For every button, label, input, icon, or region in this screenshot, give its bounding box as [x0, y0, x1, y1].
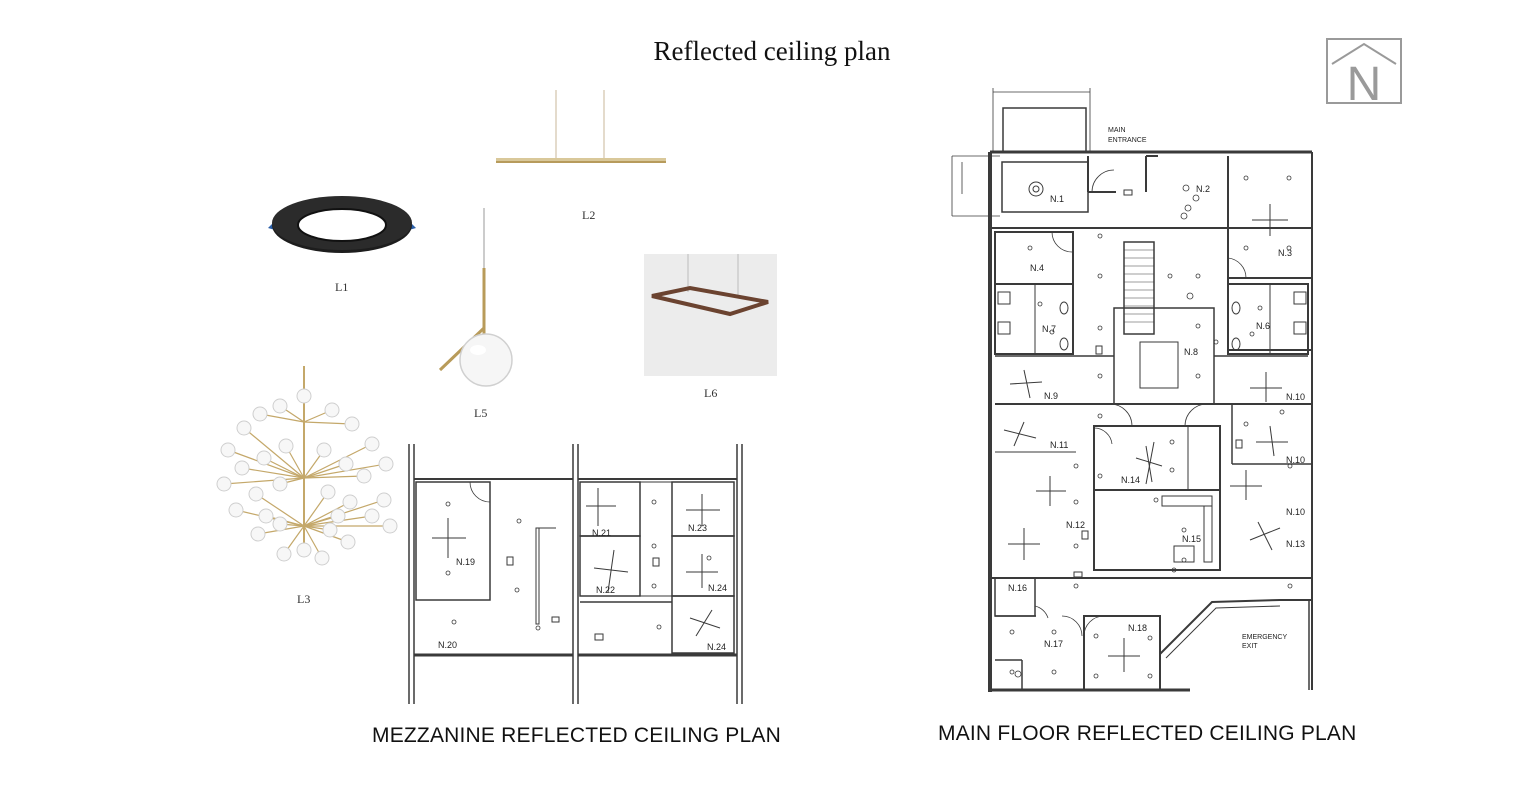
chandelier-globe [272, 476, 288, 492]
main-room-n14: N.14 [1121, 475, 1140, 485]
chandelier-globe [278, 438, 294, 454]
main-room-n10-upper: N.10 [1286, 392, 1305, 402]
mezzanine-room-n19: N.19 [456, 557, 475, 567]
chandelier-globe [330, 508, 346, 524]
chandelier-globe [340, 534, 356, 550]
main-room-n13: N.13 [1286, 539, 1305, 549]
chandelier-arm [255, 493, 305, 527]
chandelier-arm [223, 477, 305, 485]
mezzanine-room-n20: N.20 [438, 640, 457, 650]
fixture-l5-label: L5 [474, 406, 488, 420]
chandelier-globe [364, 436, 380, 452]
chandelier-globe [296, 388, 312, 404]
chandelier-globe [236, 420, 252, 436]
chandelier-globe [272, 398, 288, 414]
chandelier-globe [314, 550, 330, 566]
fixture-l1-label: L1 [335, 280, 349, 294]
main-room-n3: N.3 [1278, 248, 1292, 258]
chandelier-arm [303, 421, 353, 425]
chandelier-globe [356, 468, 372, 484]
fixture-l3-label: L3 [297, 592, 311, 606]
chandelier-globe [256, 450, 272, 466]
chandelier-globe [324, 402, 340, 418]
emergency-exit-line2: EXIT [1242, 643, 1258, 650]
chandelier-globe [344, 416, 360, 432]
chandelier-globe [322, 522, 338, 538]
main-room-n6: N.6 [1256, 321, 1270, 331]
chandelier-globe [228, 502, 244, 518]
main-floor-caption: MAIN FLOOR REFLECTED CEILING PLAN [938, 722, 1357, 745]
chandelier-globe [216, 476, 232, 492]
mezzanine-caption: MEZZANINE REFLECTED CEILING PLAN [372, 724, 781, 747]
chandelier-globe [234, 460, 250, 476]
emergency-exit-line1: EMERGENCY [1242, 634, 1287, 641]
fixture-l3-image [216, 366, 398, 566]
main-room-n11: N.11 [1050, 440, 1068, 450]
chandelier-globe [320, 484, 336, 500]
main-floor-plan: MAIN ENTRANCE EMERGENCY EXIT N.1 N.2 N.3… [951, 88, 1313, 692]
chandelier-globe [316, 442, 332, 458]
main-room-n4: N.4 [1030, 263, 1044, 273]
chandelier-globe [342, 494, 358, 510]
main-room-n1: N.1 [1050, 194, 1064, 204]
main-room-n15: N.15 [1182, 534, 1201, 544]
mezzanine-room-n23: N.23 [688, 523, 707, 533]
fixture-l5-image [438, 208, 513, 387]
main-room-n8: N.8 [1184, 347, 1198, 357]
chandelier-globe [376, 492, 392, 508]
main-room-n10-lower: N.10 [1286, 507, 1305, 517]
chandelier-arm [303, 443, 373, 479]
fixture-l2-label: L2 [582, 208, 596, 222]
chandelier-globe [296, 542, 312, 558]
brand-logo: N [1326, 38, 1402, 104]
main-room-n17: N.17 [1044, 639, 1063, 649]
main-entrance-line1: MAIN [1108, 127, 1126, 134]
chandelier-globe [252, 406, 268, 422]
fixture-l2-image [496, 90, 666, 163]
chandelier-globe [276, 546, 292, 562]
fixture-l6-image [644, 254, 777, 376]
fixture-l1-image [268, 196, 416, 253]
main-room-n10-middle: N.10 [1286, 455, 1305, 465]
chandelier-globe [248, 486, 264, 502]
mezzanine-room-n24-lower: N.24 [707, 642, 726, 652]
chandelier-arm [243, 427, 305, 479]
chandelier-arm [303, 475, 365, 479]
mezzanine-room-n24-upper: N.24 [708, 583, 727, 593]
fixture-l6-label: L6 [704, 386, 718, 400]
chandelier-arm [303, 501, 351, 527]
chandelier-globe [220, 442, 236, 458]
main-room-n12: N.12 [1066, 520, 1085, 530]
chandelier-globe [382, 518, 398, 534]
main-room-n7: N.7 [1042, 324, 1056, 334]
mezzanine-room-n21: N.21 [592, 528, 611, 538]
chandelier-arm [241, 467, 305, 479]
mezzanine-room-n22: N.22 [596, 585, 615, 595]
mezzanine-plan: N.19 N.20 N.21 N.22 N.23 N.24 N.24 [408, 444, 743, 704]
chandelier-globe [378, 456, 394, 472]
chandelier-globe [250, 526, 266, 542]
chandelier-globe [272, 516, 288, 532]
main-room-n18: N.18 [1128, 623, 1147, 633]
main-room-n2: N.2 [1196, 184, 1210, 194]
chandelier-globe [364, 508, 380, 524]
logo-letter: N [1347, 58, 1382, 104]
page-title: Reflected ceiling plan [653, 36, 891, 66]
chandelier-globe [338, 456, 354, 472]
main-entrance-line2: ENTRANCE [1108, 137, 1147, 144]
main-room-n9: N.9 [1044, 391, 1058, 401]
main-room-n16: N.16 [1008, 583, 1027, 593]
chandelier-globe [258, 508, 274, 524]
